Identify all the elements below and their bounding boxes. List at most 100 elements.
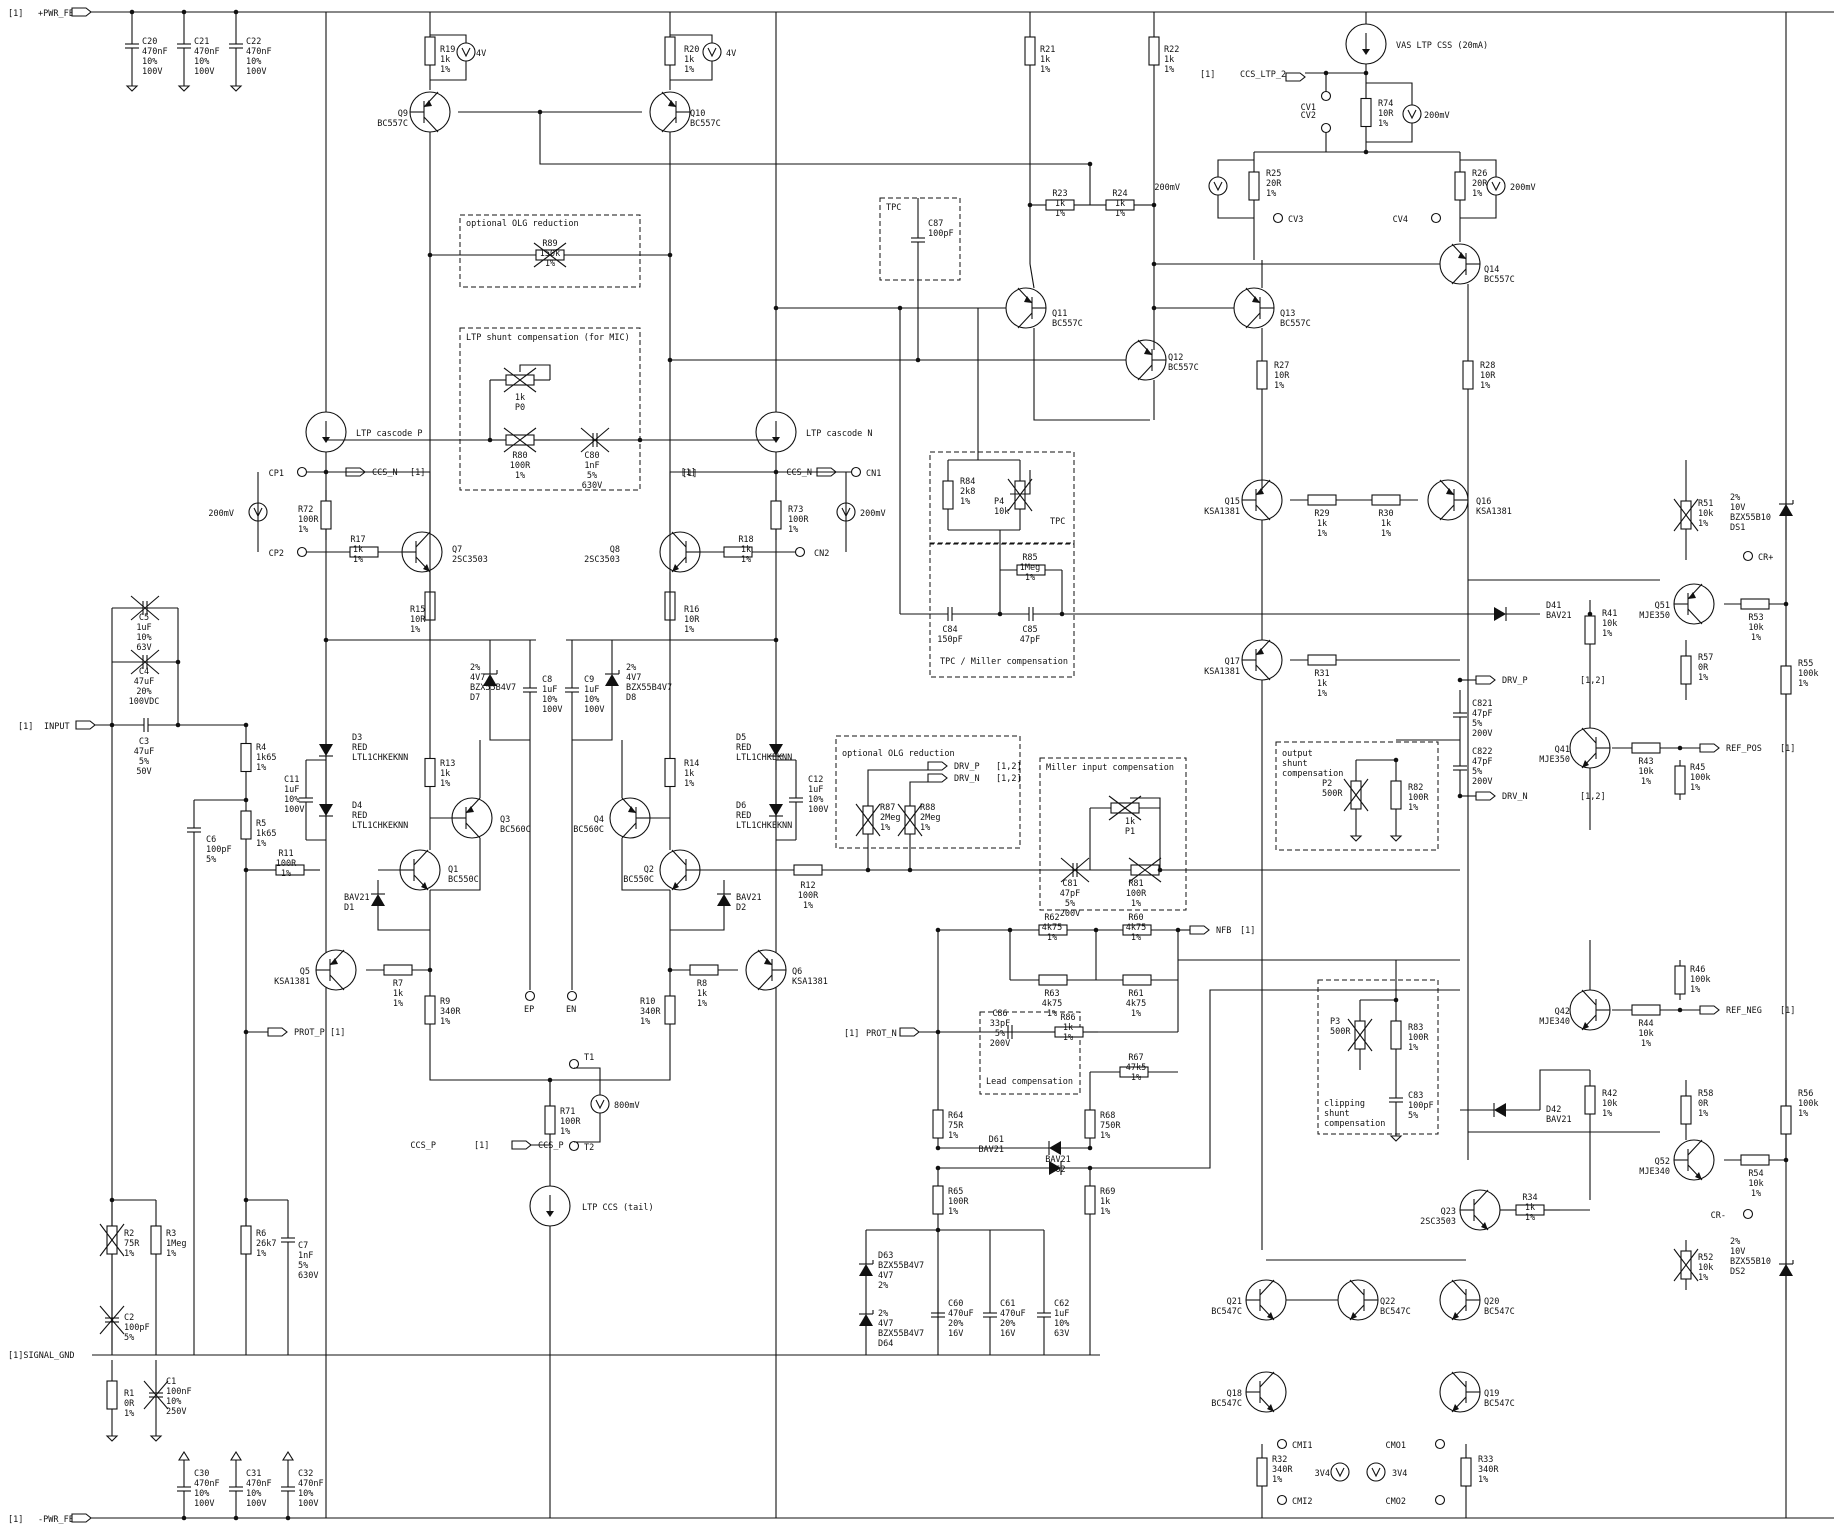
component-label: R3 (166, 1229, 176, 1239)
component-label: 1% (697, 999, 707, 1009)
component-label: 4k75 (1126, 999, 1146, 1009)
component-label: R60 (1128, 913, 1143, 923)
component-label: R69 (1100, 1187, 1115, 1197)
group-label: output (1282, 749, 1313, 759)
group-label: optional OLG reduction (842, 749, 955, 759)
component-label: 1% (1131, 1073, 1141, 1083)
component-label: 1% (1698, 1273, 1708, 1283)
wire (1033, 328, 1150, 421)
component-label: 1k (393, 989, 403, 999)
component-label: 470nF (246, 47, 272, 57)
port-tag: [1] (1240, 926, 1255, 936)
port-name: DRV_N (954, 774, 980, 784)
component-label: 1% (1047, 933, 1057, 943)
voltmeter-value: 200mV (1154, 183, 1180, 193)
component-label: 10% (284, 795, 299, 805)
component-label: 10R (684, 615, 700, 625)
component-label: 470nF (298, 1479, 324, 1489)
component-label: 100pF (1408, 1101, 1434, 1111)
junction-dot (427, 252, 433, 258)
component-label: 1k (1125, 817, 1135, 827)
component-label: 1uF (808, 785, 823, 795)
test-point: CMI2 (1276, 1494, 1312, 1507)
component-label: 1k (1164, 55, 1174, 65)
component-label: 26k7 (256, 1239, 276, 1249)
wire (519, 364, 551, 380)
group-box (1275, 741, 1439, 851)
rail-tag: [1] (8, 1515, 23, 1525)
component-label: 4V7 (470, 673, 485, 683)
component-label: 1% (1698, 519, 1708, 529)
rail-name: -PWR_FE (38, 1515, 74, 1525)
component-label: 2SC3503 (1420, 1217, 1456, 1227)
component-label: 1% (1055, 209, 1065, 219)
component-label: 1% (1525, 1213, 1535, 1223)
test-point: CN1 (850, 466, 881, 479)
group-label: TPC / Miller compensation (940, 657, 1068, 667)
component-label: 200V (1472, 729, 1492, 739)
component-label: D63 (878, 1251, 893, 1261)
testpoint-label: CV1 (1301, 103, 1316, 113)
signal-ground: [1]SIGNAL_GND (8, 1351, 75, 1361)
component-label: R27 (1274, 361, 1289, 371)
component-label: 47pF (1472, 709, 1492, 719)
component-label: 1% (281, 869, 291, 879)
source-label: LTP cascode P (356, 429, 423, 439)
port-tag: [1,2] (996, 762, 1022, 772)
component-label: RED (736, 743, 751, 753)
component-label: 1% (1751, 1189, 1761, 1199)
component-label: R32 (1272, 1455, 1287, 1465)
component-label: 1uF (284, 785, 299, 795)
component-label: 1k65 (256, 829, 276, 839)
group-box (879, 197, 961, 281)
component-label: 1% (920, 823, 930, 833)
test-point: CV4 (1393, 212, 1442, 225)
voltmeter-value: 4V (726, 49, 736, 59)
component-label: MJE350 (1639, 611, 1670, 621)
port-tag: [1] (474, 1141, 489, 1151)
component-label: R11 (278, 849, 293, 859)
component-label: KSA1381 (274, 977, 310, 987)
component-label: R45 (1690, 763, 1705, 773)
testpoint-label: CN2 (814, 549, 829, 559)
component-label: 1% (684, 779, 694, 789)
component-label: 200V (990, 1039, 1010, 1049)
port-tag: [1,2] (996, 774, 1022, 784)
component-label: 1% (948, 1207, 958, 1217)
component-label: BZX55B4V7 (626, 683, 672, 693)
component-label: 750R (1100, 1121, 1121, 1131)
group-label: optional OLG reduction (466, 219, 579, 229)
voltmeter: 200mV (1486, 176, 1536, 196)
port-tag: [1] (844, 1029, 859, 1039)
component-label: R4 (256, 743, 266, 753)
component-label: 47pF (1472, 757, 1492, 767)
junction-dot (1151, 261, 1157, 267)
component-label: P1 (1125, 827, 1135, 837)
component-label: 10k (1638, 767, 1653, 777)
group-label: shunt (1282, 759, 1308, 769)
component-label: 1% (515, 471, 525, 481)
component-label: R12 (800, 881, 815, 891)
component-label: Q41 (1555, 745, 1570, 755)
component-label: 1% (410, 625, 420, 635)
component-label: 1% (1100, 1207, 1110, 1217)
component-label: 10k (1602, 1099, 1617, 1109)
component-label: R46 (1690, 965, 1705, 975)
test-point: CV3 (1272, 212, 1303, 225)
component-label: R62 (1044, 913, 1059, 923)
